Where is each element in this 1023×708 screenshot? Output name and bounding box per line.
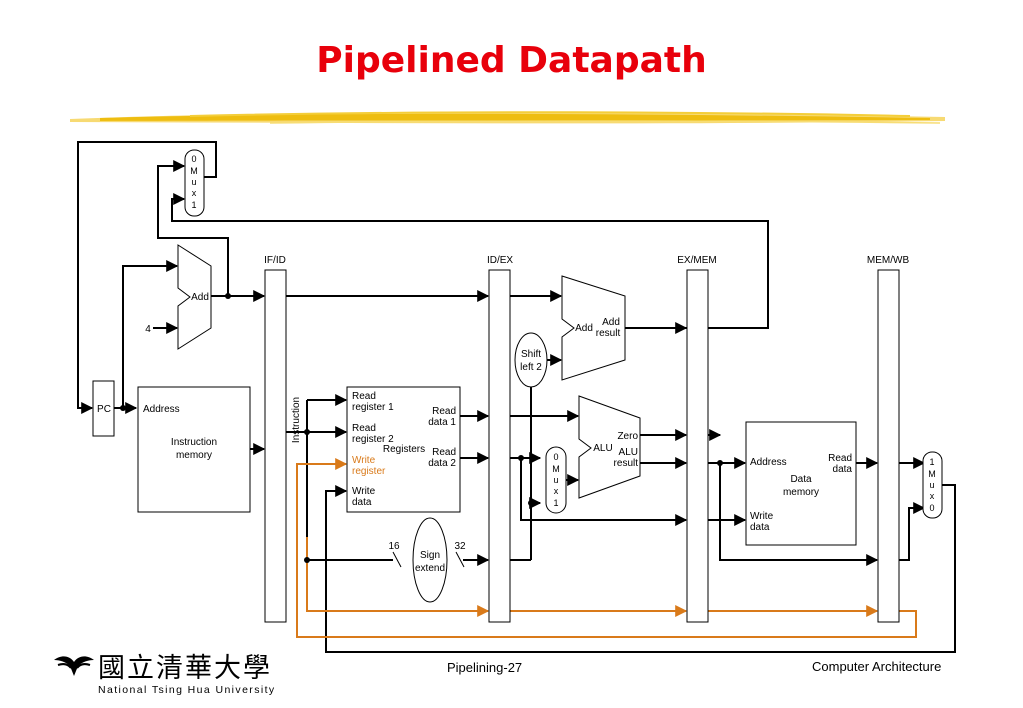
pc-adder bbox=[177, 244, 212, 350]
university-logo: 國立清華大學 National Tsing Hua University bbox=[52, 646, 292, 702]
register-file bbox=[346, 386, 461, 513]
imem-title-2: memory bbox=[176, 450, 212, 461]
pc-mux bbox=[184, 149, 205, 217]
reg-read-reg1-1: Read bbox=[352, 391, 376, 402]
wb-mux-text: 0 bbox=[929, 503, 934, 513]
reg-write-data-2: data bbox=[352, 497, 372, 508]
reg-write-reg-2: register bbox=[352, 466, 386, 477]
pc-label: PC bbox=[97, 404, 111, 415]
alu-result-2: result bbox=[614, 458, 639, 469]
pc-register bbox=[92, 380, 115, 437]
shift-label-1: Shift bbox=[521, 349, 541, 360]
imem-title-1: Instruction bbox=[171, 437, 217, 448]
alu-mux-text: 1 bbox=[553, 498, 558, 508]
wb-mux-text: M bbox=[928, 469, 936, 479]
dmem-read-2: data bbox=[833, 464, 853, 475]
footer-page-label: Pipelining-27 bbox=[447, 660, 523, 675]
pc-mux-text: 1 bbox=[191, 200, 196, 210]
label-if-id: IF/ID bbox=[264, 255, 286, 266]
shift-left-2-unit bbox=[514, 332, 548, 388]
branch-adder-result-2: result bbox=[596, 328, 621, 339]
reg-write-reg-1: Write bbox=[352, 455, 376, 466]
sign-extend-out-bits: 32 bbox=[454, 541, 466, 552]
reg-read-data1-1: Read bbox=[432, 406, 456, 417]
constant-four: 4 bbox=[145, 324, 151, 335]
reg-read-reg2-1: Read bbox=[352, 423, 376, 434]
wb-mux-text: x bbox=[930, 491, 935, 501]
footer-course-label: Computer Architecture bbox=[812, 659, 942, 674]
instruction-bus-label: Instruction bbox=[291, 397, 302, 443]
title-underline-stroke bbox=[70, 111, 945, 124]
reg-read-reg2-2: register 2 bbox=[352, 434, 394, 445]
alu-result-1: ALU bbox=[619, 447, 638, 458]
dmem-write-1: Write bbox=[750, 511, 774, 522]
dmem-read-1: Read bbox=[828, 453, 852, 464]
alu-zero-label: Zero bbox=[617, 431, 638, 442]
pipeline-register-if-id bbox=[264, 269, 287, 623]
dmem-write-2: data bbox=[750, 522, 770, 533]
instruction-memory bbox=[137, 386, 251, 513]
pc-mux-text: 0 bbox=[191, 154, 196, 164]
pc-mux-text: x bbox=[192, 188, 197, 198]
pipeline-register-id-ex bbox=[488, 269, 511, 623]
branch-adder-result-1: Add bbox=[602, 317, 620, 328]
writeback-mux bbox=[922, 451, 943, 519]
reg-read-data2-2: data 2 bbox=[428, 458, 456, 469]
sign-extend-label-2: extend bbox=[415, 563, 445, 574]
alu-label: ALU bbox=[593, 443, 612, 454]
branch-adder bbox=[561, 275, 626, 381]
pipeline-register-ex-mem bbox=[686, 269, 709, 623]
pc-mux-text: u bbox=[191, 177, 196, 187]
sign-extend-label-1: Sign bbox=[420, 550, 440, 561]
slide-title: Pipelined Datapath bbox=[316, 40, 707, 81]
imem-address-label: Address bbox=[143, 404, 180, 415]
reg-title: Registers bbox=[383, 444, 425, 455]
university-name-chinese: 國立清華大學 bbox=[98, 653, 272, 684]
alu-mux bbox=[545, 446, 567, 514]
alu-mux-text: 0 bbox=[553, 452, 558, 462]
reg-write-data-1: Write bbox=[352, 486, 376, 497]
shift-label-2: left 2 bbox=[520, 362, 542, 373]
nthu-emblem-icon bbox=[54, 656, 94, 676]
pipeline-register-mem-wb bbox=[877, 269, 900, 623]
branch-adder-label: Add bbox=[575, 323, 593, 334]
reg-read-data2-1: Read bbox=[432, 447, 456, 458]
label-id-ex: ID/EX bbox=[487, 255, 513, 266]
sign-extend-unit bbox=[412, 517, 448, 603]
alu-mux-text: x bbox=[554, 486, 559, 496]
alu-mux-text: u bbox=[553, 475, 558, 485]
alu-mux-text: M bbox=[552, 464, 560, 474]
dmem-address-label: Address bbox=[750, 457, 787, 468]
reg-read-reg1-2: register 1 bbox=[352, 402, 394, 413]
reg-read-data1-2: data 1 bbox=[428, 417, 456, 428]
wb-mux-text: u bbox=[929, 480, 934, 490]
dmem-title-2: memory bbox=[783, 487, 819, 498]
alu bbox=[578, 395, 641, 499]
label-mem-wb: MEM/WB bbox=[867, 255, 910, 266]
dmem-title-1: Data bbox=[790, 474, 812, 485]
wb-mux-text: 1 bbox=[929, 457, 934, 467]
pc-mux-text: M bbox=[190, 166, 198, 176]
sign-extend-in-bits: 16 bbox=[388, 541, 400, 552]
pc-adder-label: Add bbox=[191, 292, 209, 303]
university-name-english: National Tsing Hua University bbox=[98, 684, 276, 696]
label-ex-mem: EX/MEM bbox=[677, 255, 716, 266]
data-memory bbox=[745, 421, 857, 546]
